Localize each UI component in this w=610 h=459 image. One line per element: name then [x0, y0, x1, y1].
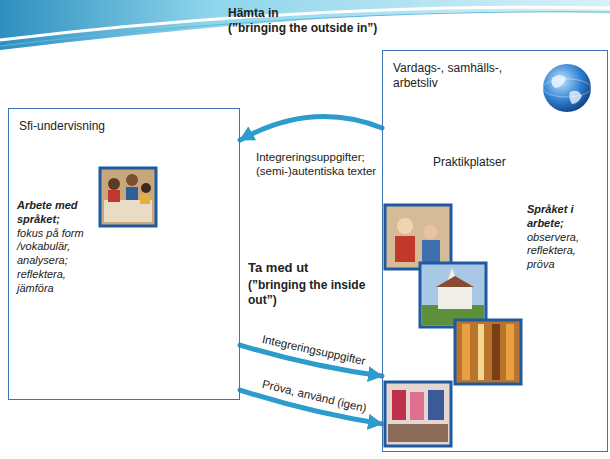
church-photo	[420, 263, 486, 327]
phase-title: Hämta in	[228, 6, 448, 21]
header-swoosh	[0, 0, 610, 50]
box-heading: Sfi-undervisning	[19, 119, 219, 134]
note-text: fokus på form /vokabulär, analysera; ref…	[17, 227, 103, 296]
note-text: observera, reflektera, pröva	[527, 231, 603, 272]
classroom-photo	[100, 168, 156, 226]
shop-photo	[385, 382, 451, 446]
text-group: Arbete med språket;fokus på form /vokabu…	[17, 199, 103, 295]
workplace-box: Vardags-, samhälls-, arbetslivPraktikpla…	[382, 50, 608, 452]
arrow-label: Integreringsuppgifter; (semi-)autentiska…	[256, 150, 380, 179]
text-group: Sfi-undervisning	[19, 119, 219, 134]
phase-title: Ta med ut	[248, 260, 378, 276]
teaching-box: Sfi-undervisningArbete med språket;fokus…	[8, 108, 240, 400]
globe-icon	[543, 64, 591, 112]
box-heading: Praktikplatser	[433, 155, 553, 170]
workplace-photos	[385, 205, 521, 446]
shelves-photo	[455, 320, 521, 384]
text-group: Vardags-, samhälls-, arbetsliv	[393, 61, 525, 91]
context-text: Vardags-, samhälls-, arbetsliv	[393, 61, 525, 91]
note-heading: Språket i arbete;	[527, 203, 603, 231]
care-photo	[385, 205, 451, 269]
phase-subtitle: (”bringing the inside out”)	[248, 278, 378, 308]
text-group: Språket i arbete;observera, reflektera, …	[527, 203, 603, 272]
note-heading: Arbete med språket;	[17, 199, 103, 227]
flow-arrow	[240, 117, 382, 141]
phase-subtitle: (”bringing the outside in”)	[228, 21, 448, 36]
text-group: Praktikplatser	[433, 155, 553, 170]
